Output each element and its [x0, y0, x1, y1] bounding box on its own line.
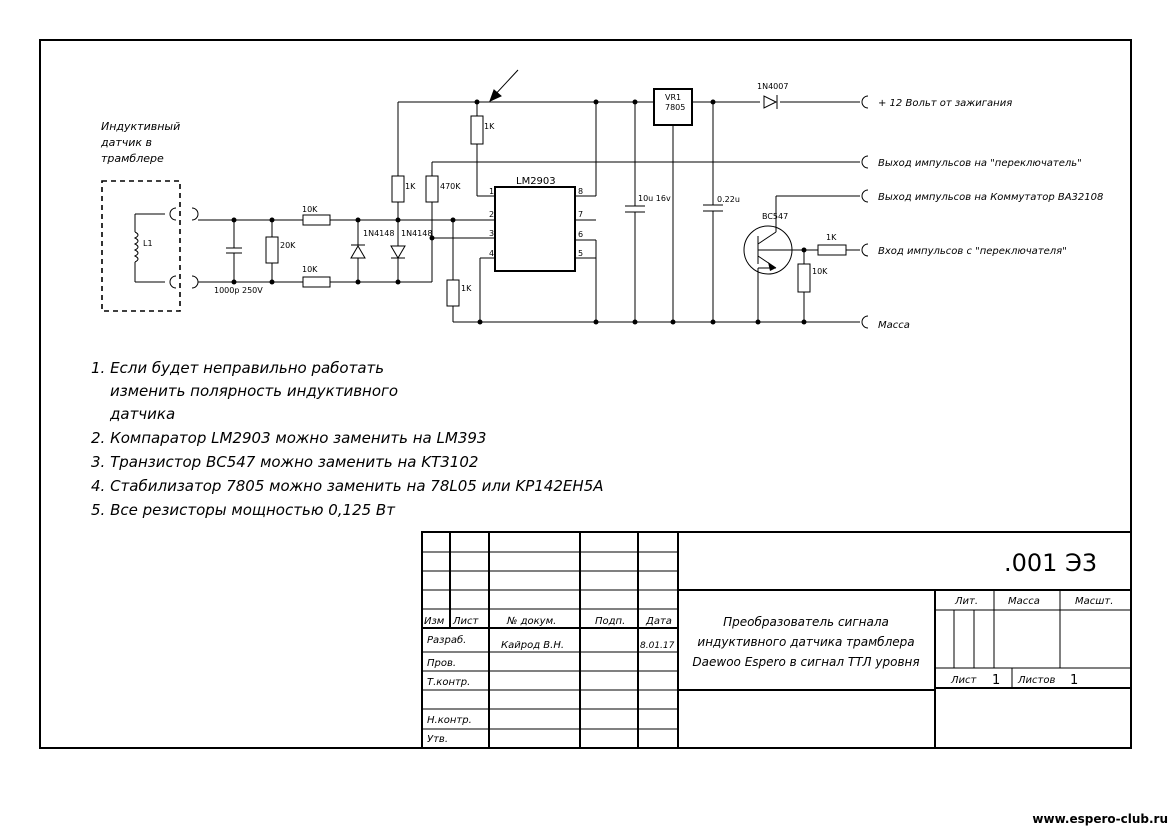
mass-label: Масса: [1008, 596, 1040, 607]
sheets-value: 1: [1070, 673, 1078, 688]
c1000p-label: 1000p 250V: [214, 286, 263, 295]
d1-label: 1N4148: [363, 229, 394, 238]
pin-2: 2: [489, 210, 494, 219]
r20k-label: 20K: [280, 241, 296, 250]
connector-in-switch: Вход импульсов с "переключателя": [878, 246, 1067, 257]
ic-label: LM2903: [516, 176, 556, 187]
hdr-docnum: № докум.: [506, 616, 556, 627]
r10k-base-label: 10K: [812, 267, 828, 276]
pin-5: 5: [578, 249, 583, 258]
r1k-low-label: 1K: [461, 284, 472, 293]
c10u-label: 10u 16v: [638, 194, 671, 203]
pin-6: 6: [578, 230, 583, 239]
coil-label: L1: [143, 239, 153, 248]
connector-out-commutator: Выход импульсов на Коммутатор BA32108: [878, 192, 1103, 203]
connector-power: + 12 Вольт от зажигания: [878, 98, 1012, 109]
vr-name-label: VR1: [665, 93, 681, 102]
note-2: 2. Компаратор LM2903 можно заменить на L…: [91, 429, 486, 447]
d-top-label: 1N4007: [757, 82, 788, 91]
r1k-mid-label: 1K: [405, 182, 416, 191]
connector-out-switch: Выход импульсов на "переключатель": [878, 158, 1082, 169]
sheets-label: Листов: [1017, 675, 1055, 686]
developer-date: 8.01.17: [640, 641, 675, 651]
sensor-label-1: Индуктивный: [101, 120, 180, 133]
note-4: 4. Стабилизатор 7805 можно заменить на 7…: [91, 477, 604, 495]
note-1-cont-a: изменить полярность индуктивного: [110, 382, 398, 400]
d2-label: 1N4148: [401, 229, 432, 238]
sensor-label-2: датчик в: [100, 136, 152, 149]
r10k-b-label: 10K: [302, 265, 318, 274]
r1k-base-label: 1K: [826, 233, 837, 242]
hdr-sign: Подп.: [595, 616, 625, 627]
r470k-label: 470K: [440, 182, 461, 191]
emitter-arrow: [768, 262, 776, 271]
developer-name: Кайрод В.Н.: [501, 640, 564, 651]
row-checked: Пров.: [427, 658, 456, 669]
note-1: 1. Если будет неправильно работать: [91, 359, 384, 377]
hdr-list: Лист: [452, 616, 480, 627]
watermark: www.espero-club.ru: [1032, 812, 1168, 826]
r10k-a-label: 10K: [302, 205, 318, 214]
scale-label: Масшт.: [1075, 596, 1113, 607]
schematic-wires: [101, 69, 869, 329]
c022-label: 0.22u: [717, 195, 740, 204]
title-block: [421, 531, 1132, 749]
row-approved: Утв.: [427, 734, 448, 745]
sheet-value: 1: [992, 673, 1000, 688]
title-line-1: Преобразователь сигнала: [723, 615, 889, 629]
vr-part-label: 7805: [665, 103, 685, 112]
pin-1: 1: [489, 187, 494, 196]
title-line-2: индуктивного датчика трамблера: [697, 635, 914, 649]
pin-7: 7: [578, 210, 583, 219]
hdr-izm: Изм: [424, 616, 445, 627]
hdr-date: Дата: [645, 616, 672, 627]
connector-ground: Масса: [878, 320, 910, 331]
row-developer: Разраб.: [427, 634, 466, 646]
doc-code: .001 Э3: [1004, 549, 1097, 577]
note-5: 5. Все резисторы мощностью 0,125 Вт: [91, 501, 396, 519]
sensor-label-3: трамблере: [101, 152, 164, 165]
row-tcontrol: Т.контр.: [427, 677, 470, 688]
r-top-label: 1K: [484, 122, 495, 131]
lit-label: Лит.: [954, 596, 978, 607]
row-ncontrol: Н.контр.: [427, 715, 472, 726]
junction-dots: [231, 99, 807, 325]
pin-3: 3: [489, 229, 494, 238]
title-line-3: Daewoo Espero в сигнал ТТЛ уровня: [692, 655, 919, 669]
note-1-cont-b: датчика: [109, 405, 175, 423]
pin-4: 4: [489, 249, 494, 258]
transistor-label: BC547: [762, 212, 788, 221]
sheet-label: Лист: [950, 675, 978, 686]
note-3: 3. Транзистор BC547 можно заменить на KT…: [91, 453, 478, 471]
pin-8: 8: [578, 187, 583, 196]
